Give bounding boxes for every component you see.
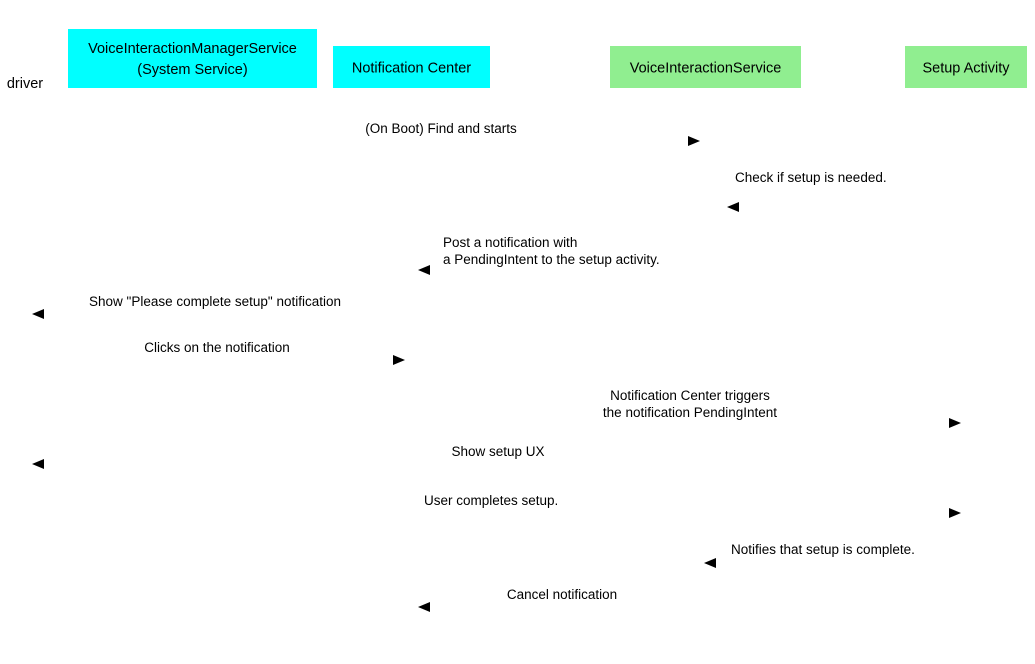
actor-label: driver [7,76,43,92]
message-label: Cancel notification [507,587,617,602]
message-m7[interactable]: Show setup UX [32,444,960,469]
activation-bar-driver [17,464,33,513]
stick-figure-head-icon [15,11,35,31]
message-m6[interactable]: Notification Center triggers the notifica… [419,388,961,428]
participant-box-vims[interactable]: VoiceInteractionManagerService (System Se… [68,29,317,88]
message-label: User completes setup. [424,493,558,508]
message-label: Notification Center triggers [610,388,770,403]
activation-bar-notification-center [404,267,420,610]
participant-label-line2: (System Service) [137,62,247,78]
activation-bar-driver [17,314,33,360]
stick-figure-leg-right-icon [25,57,37,73]
message-label: Clicks on the notification [144,340,290,355]
message-label: Check if setup is needed. [735,170,887,185]
participant-label: Setup Activity [922,61,1010,77]
participant-box-rect [905,46,1027,88]
participant-box-rect [333,46,490,88]
message-label: (On Boot) Find and starts [365,121,517,136]
message-m3[interactable]: Post a notification with a PendingIntent … [418,235,699,275]
message-m5[interactable]: Clicks on the notification [25,340,405,365]
message-label: Show "Please complete setup" notificatio… [89,294,341,309]
message-m8[interactable]: User completes setup. [25,493,961,518]
participant-box-setup-activity[interactable]: Setup Activity [905,46,1027,88]
stick-figure-leg-left-icon [13,57,25,73]
participant-box-rect [68,29,317,88]
participant-box-voice-interaction-service[interactable]: VoiceInteractionService [610,46,801,88]
participant-label: Notification Center [352,61,471,77]
message-m10[interactable]: Cancel notification [418,587,705,612]
message-label: a PendingIntent to the setup activity. [443,252,660,267]
message-m9[interactable]: Notifies that setup is complete. [704,542,960,568]
message-m4[interactable]: Show "Please complete setup" notificatio… [32,294,404,319]
participant-label-line1: VoiceInteractionManagerService [88,41,297,57]
message-label: Notifies that setup is complete. [731,542,915,557]
activation-bars-layer [17,140,975,610]
activation-bar-setup-activity [959,423,975,563]
message-label: Post a notification with [443,235,577,250]
message-self-call-line [727,202,739,212]
participant-boxes-layer: VoiceInteractionManagerService (System Se… [68,29,1027,88]
message-label: Show setup UX [451,444,544,459]
actor-driver[interactable]: driver [7,11,43,92]
participant-box-notification-center[interactable]: Notification Center [333,46,490,88]
participant-label: VoiceInteractionService [630,61,782,77]
message-m2[interactable]: Check if setup is needed. [715,170,887,212]
message-m1[interactable]: (On Boot) Find and starts [191,121,700,146]
activation-bar-voice-interaction-service [699,140,715,272]
actor-layer: driver [7,11,43,92]
message-label: the notification PendingIntent [603,405,777,420]
participant-box-rect [610,46,801,88]
